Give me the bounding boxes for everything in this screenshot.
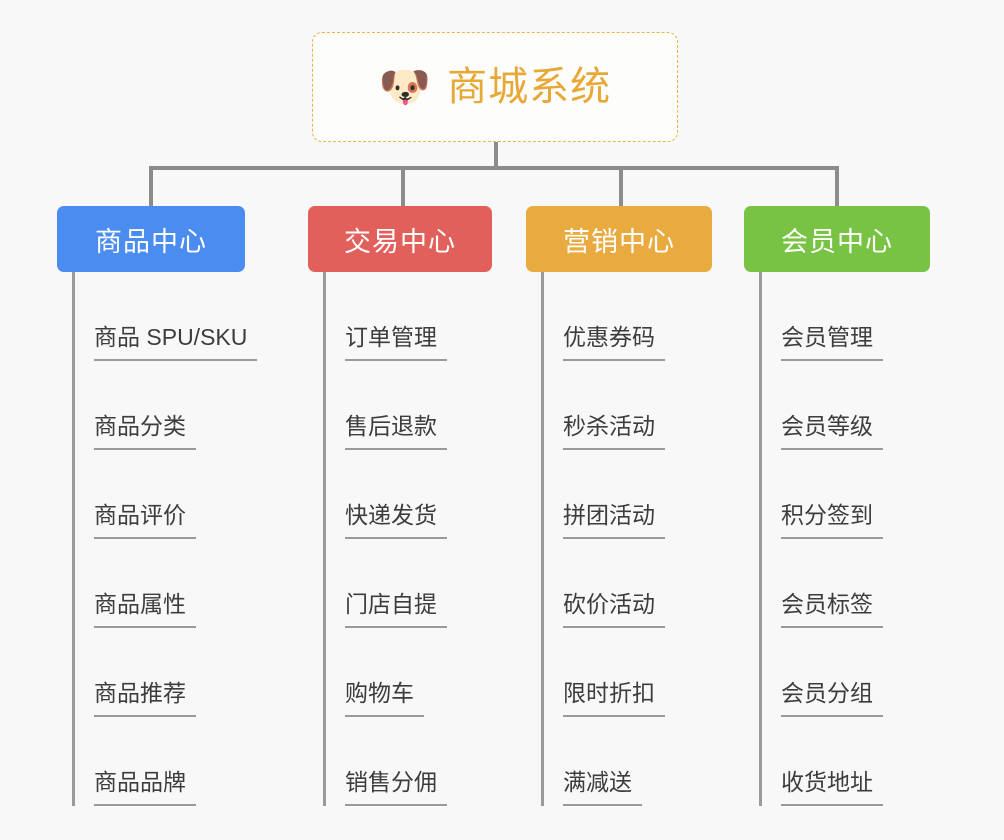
- leaf-item[interactable]: 积分签到: [759, 450, 930, 539]
- leaf-item[interactable]: 会员管理: [759, 272, 930, 361]
- leaf-list-trade-center: 订单管理售后退款快递发货门店自提购物车销售分佣: [323, 272, 492, 806]
- root-node-mall-system[interactable]: 🐶 商城系统: [312, 32, 678, 142]
- leaf-spine-connector: [759, 272, 762, 806]
- leaf-item-label: 商品品牌: [94, 769, 196, 806]
- category-column-product-center: 商品中心商品 SPU/SKU 商品分类商品评价商品属性商品推荐商品品牌: [57, 206, 258, 806]
- leaf-item-label: 优惠券码: [563, 324, 665, 361]
- leaf-item[interactable]: 商品属性: [72, 539, 257, 628]
- leaf-item[interactable]: 会员等级: [759, 361, 930, 450]
- dog-face-icon: 🐶: [378, 63, 432, 110]
- leaf-list-member-center: 会员管理会员等级积分签到会员标签会员分组收货地址: [759, 272, 930, 806]
- trunk-drop-connector-3: [619, 166, 623, 206]
- leaf-item-label: 购物车: [345, 680, 424, 717]
- leaf-spine-connector: [323, 272, 326, 806]
- leaf-item[interactable]: 商品品牌: [72, 717, 257, 806]
- leaf-item[interactable]: 商品评价: [72, 450, 257, 539]
- leaf-item[interactable]: 优惠券码: [541, 272, 712, 361]
- category-column-trade-center: 交易中心订单管理售后退款快递发货门店自提购物车销售分佣: [308, 206, 492, 806]
- root-title: 商城系统: [447, 65, 612, 109]
- leaf-item-label: 砍价活动: [563, 591, 665, 628]
- leaf-item-label: 满减送: [563, 769, 642, 806]
- leaf-item-label: 门店自提: [345, 591, 447, 628]
- leaf-list-product-center: 商品 SPU/SKU 商品分类商品评价商品属性商品推荐商品品牌: [72, 272, 258, 806]
- leaf-item[interactable]: 门店自提: [323, 539, 492, 628]
- leaf-item[interactable]: 限时折扣: [541, 628, 712, 717]
- leaf-item-label: 限时折扣: [563, 680, 665, 717]
- leaf-item[interactable]: 订单管理: [323, 272, 492, 361]
- leaf-item[interactable]: 会员分组: [759, 628, 930, 717]
- leaf-item[interactable]: 拼团活动: [541, 450, 712, 539]
- leaf-item-label: 秒杀活动: [563, 413, 665, 450]
- category-column-member-center: 会员中心会员管理会员等级积分签到会员标签会员分组收货地址: [744, 206, 930, 806]
- leaf-item[interactable]: 砍价活动: [541, 539, 712, 628]
- category-header-member-center[interactable]: 会员中心: [744, 206, 930, 272]
- trunk-drop-connector-1: [149, 166, 153, 206]
- leaf-item[interactable]: 会员标签: [759, 539, 930, 628]
- trunk-drop-connector-4: [835, 166, 839, 206]
- leaf-item-label: 商品分类: [94, 413, 196, 450]
- leaf-item[interactable]: 商品分类: [72, 361, 257, 450]
- leaf-item[interactable]: 销售分佣: [323, 717, 492, 806]
- leaf-item[interactable]: 商品推荐: [72, 628, 257, 717]
- leaf-item-label: 商品属性: [94, 591, 196, 628]
- leaf-item-label: 收货地址: [781, 769, 883, 806]
- leaf-item[interactable]: 满减送: [541, 717, 712, 806]
- leaf-item-label: 快递发货: [345, 502, 447, 539]
- leaf-item-label: 积分签到: [781, 502, 883, 539]
- trunk-drop-connector-2: [401, 166, 405, 206]
- category-header-marketing-center[interactable]: 营销中心: [526, 206, 712, 272]
- category-header-product-center[interactable]: 商品中心: [57, 206, 245, 272]
- leaf-item-label: 订单管理: [345, 324, 447, 361]
- leaf-item[interactable]: 秒杀活动: [541, 361, 712, 450]
- leaf-item[interactable]: 购物车: [323, 628, 492, 717]
- leaf-item-label: 商品推荐: [94, 680, 196, 717]
- category-column-marketing-center: 营销中心优惠券码秒杀活动拼团活动砍价活动限时折扣满减送: [526, 206, 712, 806]
- trunk-vertical-connector: [494, 142, 498, 170]
- leaf-item-label: 会员标签: [781, 591, 883, 628]
- leaf-item-label: 销售分佣: [345, 769, 447, 806]
- leaf-item[interactable]: 售后退款: [323, 361, 492, 450]
- leaf-item-label: 售后退款: [345, 413, 447, 450]
- leaf-item[interactable]: 商品 SPU/SKU: [72, 272, 258, 361]
- trunk-horizontal-connector: [149, 166, 839, 170]
- leaf-item[interactable]: 收货地址: [759, 717, 930, 806]
- leaf-item[interactable]: 快递发货: [323, 450, 492, 539]
- leaf-item-label: 会员等级: [781, 413, 883, 450]
- leaf-item-label: 会员分组: [781, 680, 883, 717]
- category-header-trade-center[interactable]: 交易中心: [308, 206, 492, 272]
- leaf-item-label: 商品评价: [94, 502, 196, 539]
- leaf-spine-connector: [541, 272, 544, 806]
- leaf-item-label: 拼团活动: [563, 502, 665, 539]
- leaf-item-label: 会员管理: [781, 324, 883, 361]
- leaf-spine-connector: [72, 272, 75, 806]
- leaf-list-marketing-center: 优惠券码秒杀活动拼团活动砍价活动限时折扣满减送: [541, 272, 712, 806]
- leaf-item-label: 商品 SPU/SKU: [94, 324, 258, 361]
